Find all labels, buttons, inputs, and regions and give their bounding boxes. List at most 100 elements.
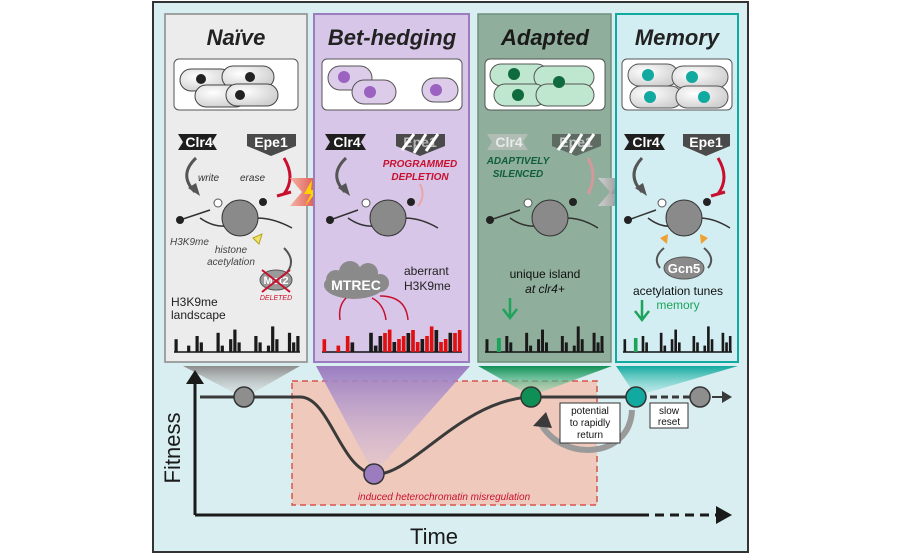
track-peak: [670, 339, 674, 352]
memory-clr4-tag: [624, 134, 665, 150]
track-peak: [541, 329, 544, 352]
adapted-epe1-label: Epe1: [559, 134, 593, 150]
track-peak: [439, 342, 443, 352]
memory-clr4-label: Clr4: [632, 134, 659, 150]
naive-state-node: [233, 386, 255, 408]
gcn5-label: Gcn5: [668, 261, 701, 276]
track-peak: [529, 345, 533, 352]
memory-epe1-label: Epe1: [689, 134, 723, 150]
return-box: [559, 402, 621, 444]
track-peak: [564, 342, 568, 352]
memory-title: Memory: [635, 25, 721, 50]
landscape-label-1: H3K9me: [171, 295, 218, 309]
mtrec-cloud: [324, 261, 389, 299]
track-peak: [369, 332, 373, 352]
track-peak: [703, 345, 707, 352]
track-peak: [659, 332, 663, 352]
track-peak: [258, 342, 262, 352]
adapted-state-node: [520, 386, 542, 408]
x-axis-label: Time: [410, 524, 458, 549]
track-peak: [645, 342, 648, 352]
track-island-peak: [496, 338, 501, 352]
track-peak: [233, 329, 237, 352]
bet-clr4-label: Clr4: [333, 134, 360, 150]
track-peak: [641, 336, 645, 352]
track-peak: [623, 339, 627, 352]
adaptively-label: ADAPTIVELY: [486, 156, 551, 167]
return-text-1: potential: [571, 406, 609, 417]
track-peak: [596, 342, 600, 352]
silenced-label: SILENCED: [493, 169, 544, 180]
track-peak: [505, 336, 509, 352]
reset-text-2: reset: [658, 417, 680, 428]
reset-box: [649, 402, 689, 429]
adapted-h3k9me-track: [485, 326, 604, 353]
track-peak: [292, 342, 296, 352]
track-peak: [600, 336, 604, 352]
bet-hedging-panel: Bet-hedging Clr4 Epe1 PROGRAMMED DEPLETI…: [313, 13, 470, 363]
h3k9me-label: H3K9me: [170, 237, 209, 248]
naive-cone: [183, 366, 300, 398]
memory-cells: [627, 63, 729, 109]
track-peak: [485, 339, 489, 352]
track-peak: [216, 332, 220, 352]
track-peak: [229, 339, 233, 352]
track-peak: [429, 326, 434, 352]
track-peak: [199, 342, 203, 352]
adapted-title: Adapted: [500, 25, 590, 50]
track-peak: [678, 342, 681, 352]
erase-label: erase: [240, 173, 265, 184]
naive-h3k9me-track: [174, 326, 300, 353]
track-peak: [174, 339, 178, 352]
curve-arrowhead: [722, 391, 732, 403]
histone-label: histone: [215, 245, 248, 256]
naive-cells: [179, 65, 279, 108]
track-peak: [545, 342, 548, 352]
track-peak: [707, 326, 710, 352]
misregulation-label: induced heterochromatin misregulation: [358, 492, 531, 503]
reset-text-1: slow: [659, 406, 680, 417]
track-peak: [674, 329, 677, 352]
track-peak: [397, 339, 401, 352]
track-peak: [572, 345, 576, 352]
epe1-tag: [247, 134, 296, 156]
island-label-1: unique island: [510, 267, 581, 281]
bet-epe1-label: Epe1: [403, 134, 437, 150]
track-peak: [443, 339, 448, 352]
track-peak: [266, 345, 271, 352]
return-text-3: return: [577, 430, 603, 441]
acetylation-label: acetylation: [207, 257, 255, 268]
depletion-label: DEPLETION: [391, 172, 449, 183]
track-peak: [696, 342, 699, 352]
track-peak: [560, 336, 564, 352]
y-axis-arrowhead: [186, 370, 204, 384]
x-axis-arrowhead: [716, 506, 732, 524]
track-peak: [537, 339, 541, 352]
track-peak: [721, 332, 725, 352]
track-island-peak: [633, 338, 638, 352]
track-peak: [663, 345, 667, 352]
naive-title: Naïve: [207, 25, 266, 50]
track-peak: [220, 345, 224, 352]
programmed-label: PROGRAMMED: [383, 159, 457, 170]
adapted-cells: [489, 63, 595, 107]
bet-hedging-title: Bet-hedging: [328, 25, 457, 50]
landscape-label-2: landscape: [171, 308, 226, 322]
write-label: write: [198, 173, 220, 184]
track-peak: [425, 336, 429, 352]
adapted-panel: Adapted Clr4 Epe1 ADAPTIVELY SILENCED un…: [477, 13, 612, 363]
adapted-clr4-tag: [487, 134, 528, 150]
memory-h3k9me-track: [623, 326, 732, 353]
track-peak: [448, 332, 453, 352]
adapted-nucleosome: [486, 198, 599, 237]
track-peak: [406, 333, 411, 352]
return-arc: [537, 409, 635, 453]
aberrant-label-2: H3K9me: [404, 279, 451, 293]
track-peak: [383, 333, 387, 352]
track-peak: [254, 336, 258, 352]
track-peak: [296, 336, 300, 352]
memory-panel: Memory Clr4 Epe1 Gcn5: [615, 13, 739, 363]
clr4-label: Clr4: [185, 134, 212, 150]
track-peak: [350, 342, 355, 352]
